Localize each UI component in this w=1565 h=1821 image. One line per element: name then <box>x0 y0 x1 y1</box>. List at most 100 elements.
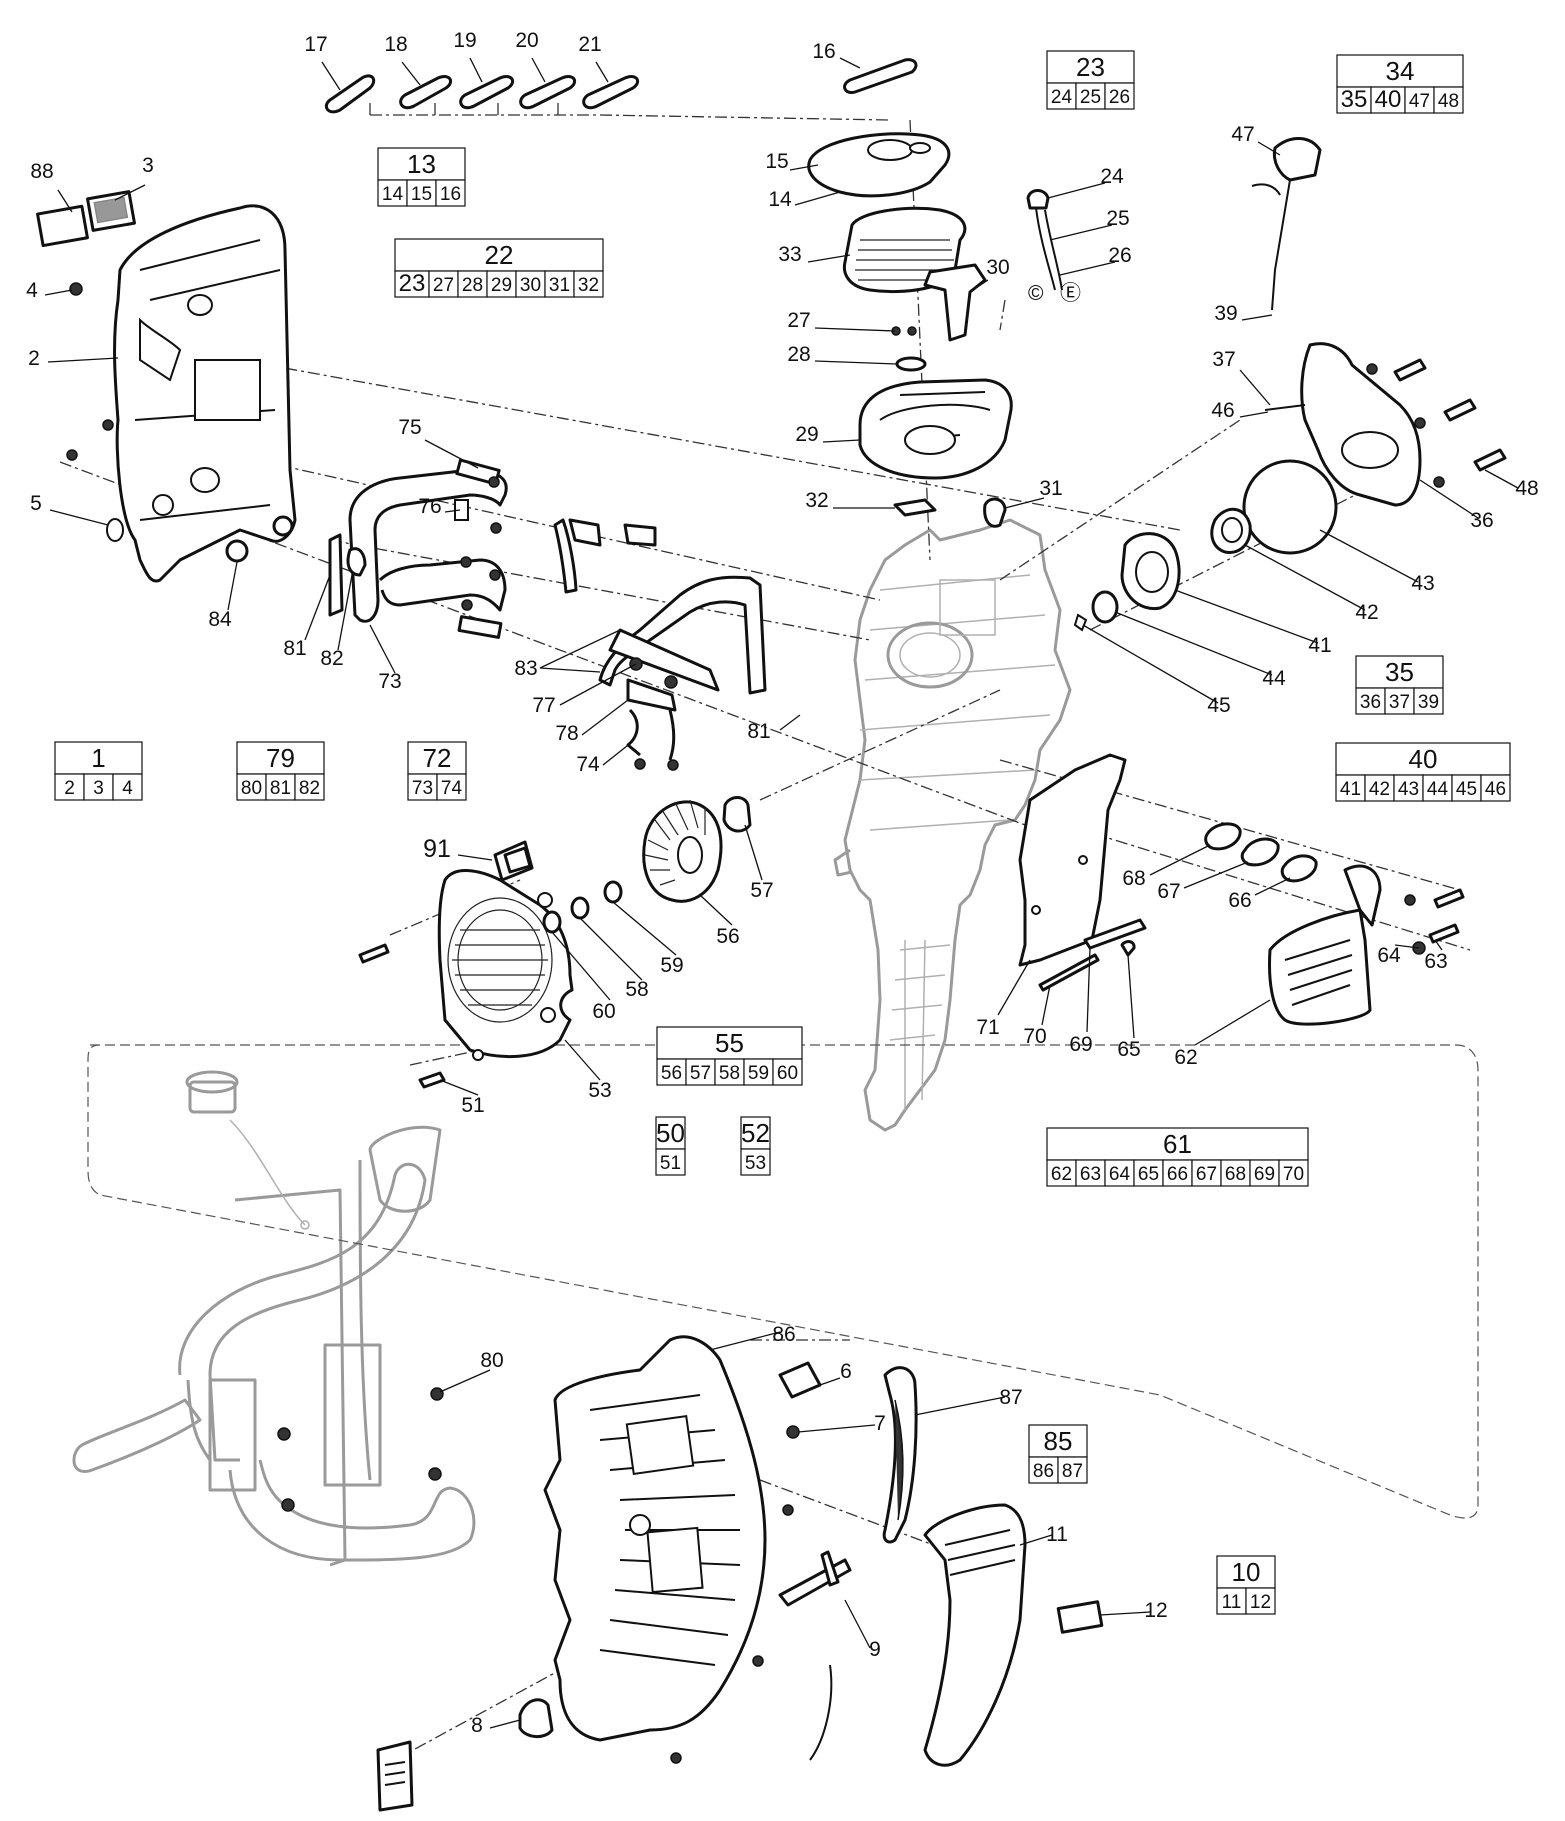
kit-item-27: 27 <box>433 275 454 296</box>
kit-item-40: 40 <box>1375 86 1402 113</box>
screw-63b <box>1433 888 1465 909</box>
kit-title-79: 79 <box>266 743 295 773</box>
kit-title-22: 22 <box>485 240 514 270</box>
back-pad-86 <box>543 1335 767 1742</box>
callout-43: 43 <box>1411 572 1434 595</box>
callout-6: 6 <box>840 1360 852 1383</box>
washer-84 <box>225 539 249 563</box>
nut-4c <box>66 449 78 461</box>
kit-item-44: 44 <box>1427 779 1449 800</box>
kit-item-36: 36 <box>1360 692 1381 713</box>
callout-87: 87 <box>999 1386 1022 1409</box>
callout-59: 59 <box>660 954 683 977</box>
kit-item-23: 23 <box>399 270 426 297</box>
gasket-68 <box>1204 822 1242 851</box>
callout-36: 36 <box>1470 509 1493 532</box>
callout-25: 25 <box>1106 207 1129 230</box>
callout-3: 3 <box>142 154 154 177</box>
label-pad <box>376 1740 414 1812</box>
pad-11 <box>923 1503 1027 1767</box>
kit-item-63: 63 <box>1080 1164 1101 1185</box>
callout-46: 46 <box>1211 399 1234 422</box>
starter-housing-36 <box>1300 342 1422 507</box>
callout-45: 45 <box>1207 694 1230 717</box>
callout-42: 42 <box>1355 601 1378 624</box>
callout-31: 31 <box>1039 477 1062 500</box>
callout-81: 81 <box>747 720 770 743</box>
kit-item-51: 51 <box>660 1153 681 1174</box>
callout-69: 69 <box>1069 1033 1092 1056</box>
e-symbol: Ⓔ <box>1060 282 1081 305</box>
kit-title-35: 35 <box>1385 657 1414 687</box>
kit-item-2: 2 <box>64 778 75 799</box>
kit-item-46: 46 <box>1485 779 1506 800</box>
kit-item-67: 67 <box>1196 1164 1217 1185</box>
kit-title-13: 13 <box>407 149 436 179</box>
kit-item-25: 25 <box>1080 87 1101 108</box>
nut-80 <box>430 1387 444 1401</box>
callout-67: 67 <box>1157 880 1180 903</box>
callout-18: 18 <box>384 33 407 56</box>
callout-53: 53 <box>588 1079 611 1102</box>
kit-title-55: 55 <box>715 1028 744 1058</box>
callout-33: 33 <box>778 243 801 266</box>
clip-45 <box>1073 613 1088 632</box>
kit-item-11: 11 <box>1222 1592 1242 1613</box>
callout-78: 78 <box>555 722 578 745</box>
gasket-66 <box>1280 854 1318 883</box>
kit-title-85: 85 <box>1044 1426 1073 1456</box>
callout-75: 75 <box>398 416 421 439</box>
handle-frame-83 <box>553 518 767 771</box>
callout-19: 19 <box>453 29 476 52</box>
kit-item-16: 16 <box>440 184 461 205</box>
engine-block-ghost <box>833 518 1072 1132</box>
kit-title-34: 34 <box>1386 56 1415 86</box>
muffler-62 <box>1268 864 1382 1026</box>
nut-7 <box>786 1425 800 1439</box>
callout-5: 5 <box>30 492 42 515</box>
callout-63: 63 <box>1424 950 1447 973</box>
kit-item-73: 73 <box>412 778 433 799</box>
callout-66: 66 <box>1228 889 1251 912</box>
callout-20: 20 <box>515 29 538 52</box>
callout-47: 47 <box>1231 123 1254 146</box>
kit-item-68: 68 <box>1225 1164 1246 1185</box>
tube-9b <box>809 1664 833 1761</box>
callout-11: 11 <box>1046 1523 1068 1546</box>
kit-item-43: 43 <box>1398 779 1419 800</box>
callout-28: 28 <box>787 343 810 366</box>
kit-item-74: 74 <box>441 778 463 799</box>
kit-item-3: 3 <box>93 778 104 799</box>
callout-81: 81 <box>283 637 306 660</box>
callout-32: 32 <box>805 489 828 512</box>
clip-31 <box>983 497 1007 528</box>
kit-item-86: 86 <box>1033 1461 1054 1482</box>
kit-item-14: 14 <box>382 184 404 205</box>
screw-51 <box>418 1071 446 1089</box>
kit-item-24: 24 <box>1051 87 1073 108</box>
kit-title-61: 61 <box>1163 1129 1192 1159</box>
washer-44 <box>1091 590 1119 624</box>
callout-60: 60 <box>592 1000 615 1023</box>
kit-item-30: 30 <box>520 275 541 296</box>
kit-item-42: 42 <box>1369 779 1390 800</box>
washer-58 <box>570 896 590 920</box>
callout-64: 64 <box>1377 944 1401 967</box>
copyright-symbol: © <box>1028 282 1044 305</box>
callout-30: 30 <box>986 256 1009 279</box>
callout-37: 37 <box>1212 348 1235 371</box>
callout-82: 82 <box>320 647 343 670</box>
kit-item-66: 66 <box>1167 1164 1188 1185</box>
callout-91: 91 <box>423 835 451 863</box>
callout-65: 65 <box>1117 1038 1140 1061</box>
kit-title-50: 50 <box>656 1118 685 1148</box>
callout-39: 39 <box>1214 302 1237 325</box>
label-6 <box>778 1361 822 1399</box>
